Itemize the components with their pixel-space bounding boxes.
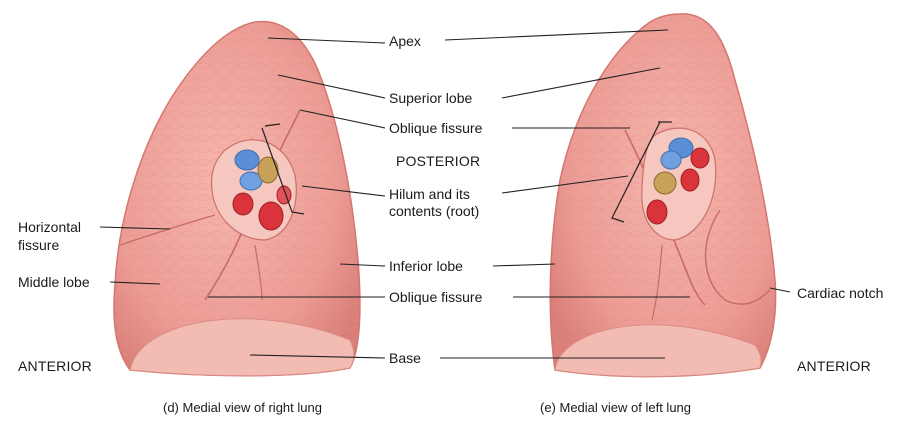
base-label: Base xyxy=(389,350,421,366)
oblique-fissure-upper-label: Oblique fissure xyxy=(389,120,482,136)
oblique-fissure-lower-label: Oblique fissure xyxy=(389,289,482,305)
posterior-label: POSTERIOR xyxy=(396,153,480,169)
hilum-label-line1: Hilum and its xyxy=(389,186,470,202)
superior-lobe-label: Superior lobe xyxy=(389,90,472,106)
inferior-lobe-label: Inferior lobe xyxy=(389,258,463,274)
horizontal-fissure-label-line2: fissure xyxy=(18,237,59,253)
left-lung xyxy=(550,14,775,377)
hilum-label-line2: contents (root) xyxy=(389,203,479,219)
right-lung xyxy=(114,22,360,376)
horizontal-fissure-label-line1: Horizontal xyxy=(18,219,81,235)
anterior-label-right: ANTERIOR xyxy=(797,358,871,374)
caption-left-lung: (e) Medial view of left lung xyxy=(540,400,691,415)
cardiac-notch-label: Cardiac notch xyxy=(797,285,883,301)
caption-right-lung: (d) Medial view of right lung xyxy=(163,400,322,415)
middle-lobe-label: Middle lobe xyxy=(18,274,90,290)
anterior-label-left: ANTERIOR xyxy=(18,358,92,374)
apex-label: Apex xyxy=(389,33,421,49)
